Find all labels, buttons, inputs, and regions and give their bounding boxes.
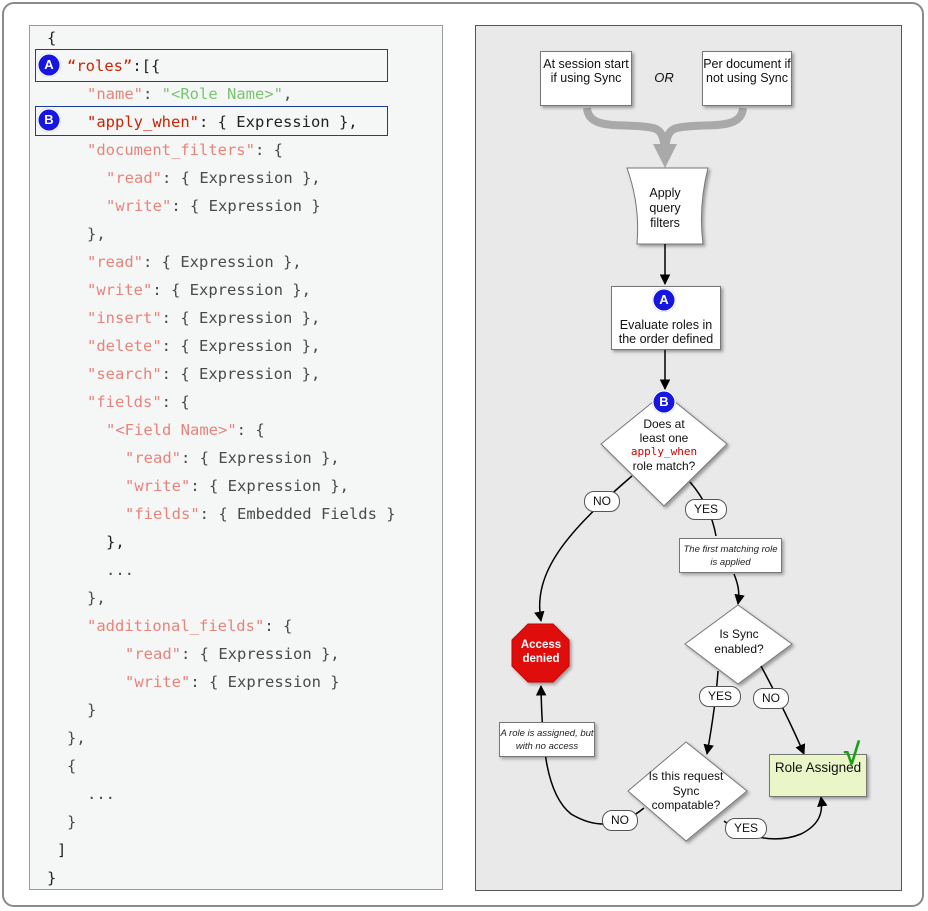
decision-sync-enabled-label: Is Sync enabled? [714, 627, 764, 656]
badge-a-flow: A [652, 288, 676, 312]
code-line-additional-fields: "additional_fields": { [87, 617, 293, 635]
code-line-ellipsis-2: ... [87, 785, 115, 803]
code-line-close-af: } [87, 701, 97, 719]
code-line-close-role-2: } [67, 813, 77, 831]
code-line-search: "search": { Expression }, [87, 365, 321, 383]
code-line-df-write: "write": { Expression } [106, 197, 321, 215]
code-line-open-role-2: { [67, 757, 77, 775]
code-line-ellipsis-1: ... [106, 561, 134, 579]
checkmark-icon: √ [843, 738, 861, 771]
yes-label-3: YES [725, 818, 767, 839]
code-line-af-write: "write": { Expression } [125, 673, 340, 691]
per-document-box: Per document if not using Sync [702, 51, 792, 106]
code-panel: A B { “roles”:[{ "name": "<Role Name>", … [29, 25, 443, 890]
decision-sync-enabled-shape [684, 604, 793, 685]
first-match-note: The first matching role is applied [679, 538, 782, 573]
code-line-close-brace: } [47, 869, 57, 887]
apply-when-highlight-box [35, 106, 388, 136]
code-line-open-brace: { [47, 29, 57, 47]
apply-filters-shape [626, 167, 709, 245]
decision-apply-when-shape [600, 392, 728, 507]
flowchart-connectors [511, 107, 828, 842]
code-line-close-fields: }, [87, 589, 106, 607]
role-assigned-box: Role Assigned [769, 754, 867, 797]
code-line-af-read: "read": { Expression }, [125, 645, 340, 663]
arrow-sync-no-to-role-assigned [760, 665, 806, 755]
merge-arrow-right [661, 107, 747, 152]
code-line-write: "write": { Expression }, [87, 281, 311, 299]
code-line-fields: "fields": { [87, 393, 190, 411]
code-line-field-name: "<Field Name>": { [106, 421, 265, 439]
code-line-read: "read": { Expression }, [87, 253, 302, 271]
access-denied-shape [511, 623, 570, 683]
yes-label-1: YES [685, 499, 727, 520]
decision-sync-compatible-shape [627, 741, 748, 842]
code-line-close-array: ] [57, 841, 67, 859]
code-line-df-read: "read": { Expression }, [106, 169, 321, 187]
arrow-note-to-sync-enabled [733, 573, 745, 606]
access-denied-label: Access denied [520, 639, 562, 665]
no-label-1: NO [584, 491, 620, 512]
roles-key: “roles” [67, 57, 133, 75]
code-line-close-field: }, [106, 533, 125, 551]
code-line-delete: "delete": { Expression }, [87, 337, 321, 355]
decision-sync-compatible-label: Is this request Sync compatable? [648, 769, 724, 812]
flowchart-panel: At session start if using Sync OR Per do… [475, 25, 902, 891]
apply-filters-label: Apply query filters [649, 186, 681, 230]
code-line-close-role: }, [67, 729, 86, 747]
decision-apply-when-label: Does at least one apply_when role match? [614, 417, 714, 473]
badge-b-code: B [37, 108, 61, 132]
no-label-2: NO [753, 688, 789, 709]
code-line-fn-write: "write": { Expression }, [125, 477, 349, 495]
code-line-insert: "insert": { Expression }, [87, 309, 321, 327]
start-session-sync-box: At session start if using Sync [540, 51, 632, 106]
badge-b-flow: B [652, 390, 676, 414]
code-line-roles: “roles”:[{ [67, 57, 161, 75]
roles-highlight-box [35, 49, 388, 82]
code-line-apply-when: "apply_when": { Expression }, [87, 113, 358, 131]
merge-arrow-head [653, 144, 677, 168]
code-line-document-filters: "document_filters": { [87, 141, 283, 159]
code-line-fn-read: "read": { Expression }, [125, 449, 340, 467]
arrow-sync-yes-to-decision [703, 670, 719, 756]
evaluate-roles-box: Evaluate roles in the order defined [611, 286, 721, 350]
apply-when-code: apply_when [630, 445, 698, 458]
no-label-3: NO [602, 810, 638, 831]
badge-a-code: A [37, 53, 61, 77]
yes-label-2: YES [699, 686, 741, 707]
or-label: OR [654, 70, 674, 85]
assigned-no-access-note: A role is assigned, but with no access [499, 722, 595, 757]
code-line-close-df: }, [87, 225, 106, 243]
code-line-fn-fields: "fields": { Embedded Fields } [125, 505, 396, 523]
code-line-name: "name": "<Role Name>", [87, 85, 293, 103]
